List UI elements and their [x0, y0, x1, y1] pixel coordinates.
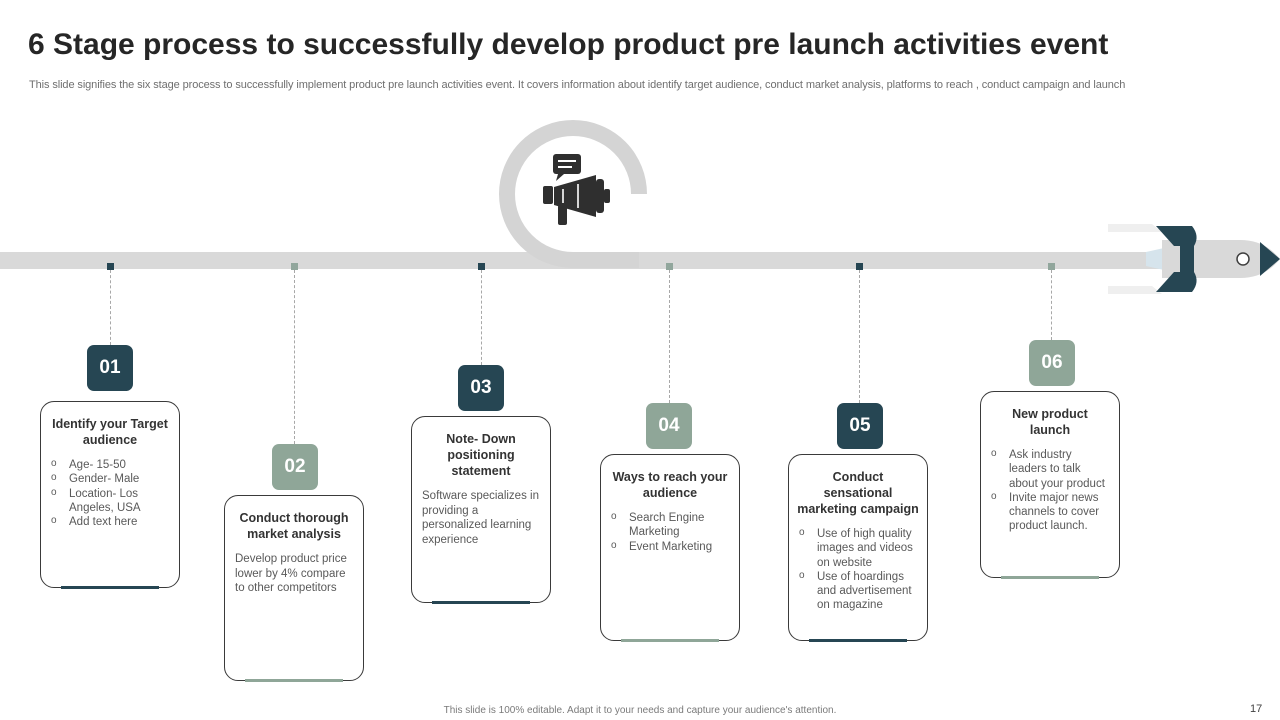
timeline-dot-06	[1048, 263, 1055, 270]
timeline-dot-04	[666, 263, 673, 270]
stage-card-05: Conduct sensational marketing campaign U…	[788, 454, 928, 642]
stage-bullet: Age- 15-50	[49, 457, 171, 472]
stage-bullet: Use of hoardings and advertisement on ma…	[797, 569, 919, 613]
stage-bullet-list: Search Engine Marketing Event Marketing	[609, 510, 731, 554]
stage-bullet: Add text here	[49, 514, 171, 529]
stage-title: Identify your Target audience	[52, 417, 168, 447]
stage-number-badge: 05	[837, 403, 883, 449]
card-accent-line	[432, 601, 530, 604]
stage-bullet: Event Marketing	[609, 539, 731, 554]
stage-bullet: Ask industry leaders to talk about your …	[989, 447, 1111, 491]
megaphone-with-chat-icon	[499, 120, 647, 268]
stage-bullet: Invite major news channels to cover prod…	[989, 490, 1111, 534]
stage-bullet-list: Age- 15-50 Gender- Male Location- Los An…	[49, 457, 171, 529]
stage-title: Conduct thorough market analysis	[239, 511, 349, 541]
stage-number-badge: 02	[272, 444, 318, 490]
rocket-icon	[1108, 224, 1280, 294]
stage-description: Software specializes in providing a pers…	[422, 490, 539, 546]
connector-04	[669, 270, 670, 403]
card-accent-line	[809, 639, 907, 642]
connector-02	[294, 270, 295, 444]
stage-card-06: New product launch Ask industry leaders …	[980, 391, 1120, 579]
connector-01	[110, 270, 111, 345]
stage-card-03: Note- Down positioning statement Softwar…	[411, 416, 551, 604]
stage-number-badge: 06	[1029, 340, 1075, 386]
slide-subtitle: This slide signifies the six stage proce…	[29, 79, 1126, 91]
stage-card-02: Conduct thorough market analysis Develop…	[224, 495, 364, 682]
stage-title: Note- Down positioning statement	[446, 432, 516, 478]
stage-bullet: Gender- Male	[49, 471, 171, 486]
stage-title: Ways to reach your audience	[612, 470, 728, 500]
connector-03	[481, 270, 482, 365]
stage-card-04: Ways to reach your audience Search Engin…	[600, 454, 740, 642]
stage-title: New product launch	[1012, 407, 1088, 437]
card-accent-line	[245, 679, 343, 682]
stage-bullet: Search Engine Marketing	[609, 510, 731, 540]
stage-bullet-list: Ask industry leaders to talk about your …	[989, 447, 1111, 534]
connector-06	[1051, 270, 1052, 340]
slide-footer: This slide is 100% editable. Adapt it to…	[443, 705, 837, 716]
stage-number-badge: 03	[458, 365, 504, 411]
card-accent-line	[1001, 576, 1099, 579]
timeline-dot-05	[856, 263, 863, 270]
timeline-dot-03	[478, 263, 485, 270]
slide-title: 6 Stage process to successfully develop …	[28, 28, 1109, 61]
page-number: 17	[1250, 703, 1263, 715]
stage-bullet-list: Use of high quality images and videos on…	[797, 526, 919, 613]
card-accent-line	[621, 639, 719, 642]
card-accent-line	[61, 586, 159, 589]
stage-number-badge: 04	[646, 403, 692, 449]
stage-bullet: Location- Los Angeles, USA	[49, 486, 171, 516]
stage-number-badge: 01	[87, 345, 133, 391]
connector-05	[859, 270, 860, 403]
timeline-dot-01	[107, 263, 114, 270]
stage-bullet: Use of high quality images and videos on…	[797, 526, 919, 570]
stage-description: Develop product price lower by 4% compar…	[235, 553, 347, 594]
stage-title: Conduct sensational marketing campaign	[797, 470, 919, 516]
stage-card-01: Identify your Target audience Age- 15-50…	[40, 401, 180, 589]
timeline-dot-02	[291, 263, 298, 270]
